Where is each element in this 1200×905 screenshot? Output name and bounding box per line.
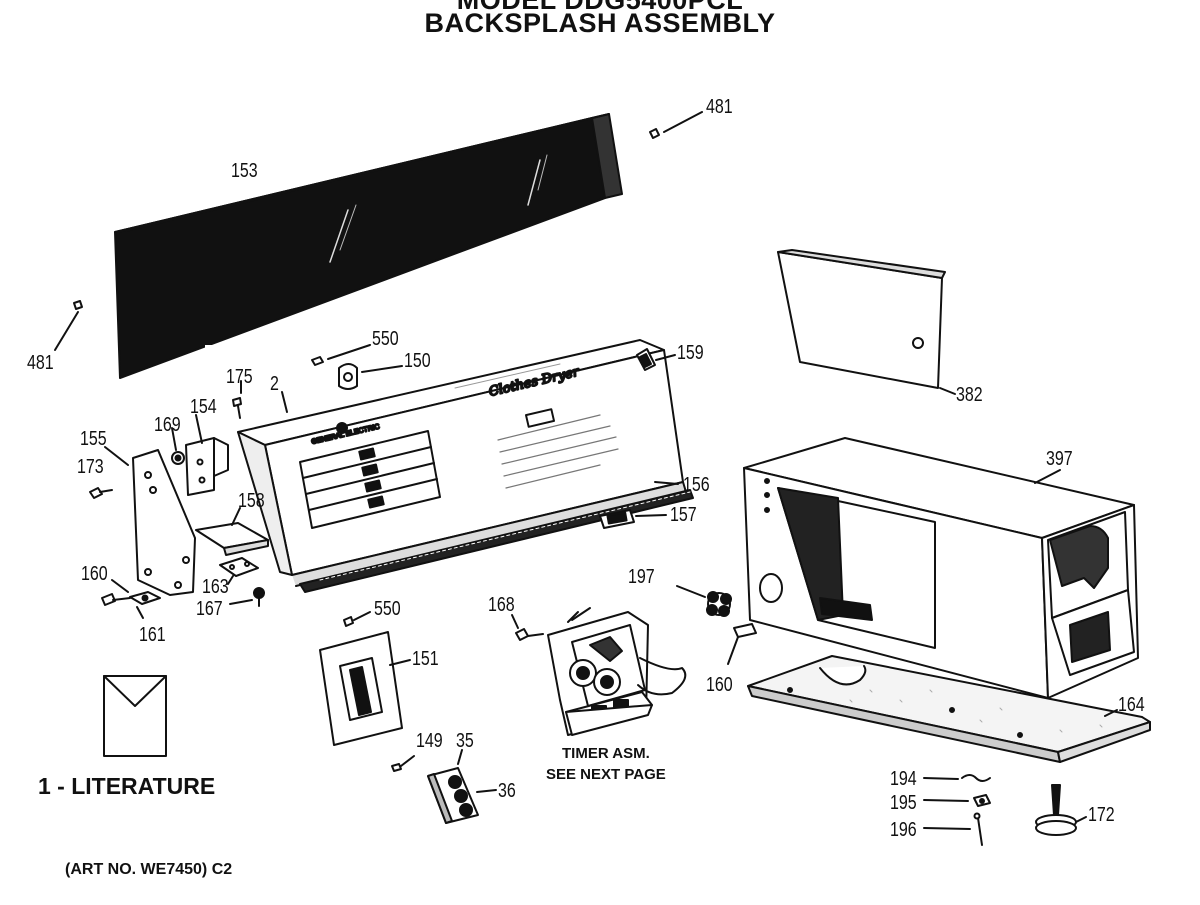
grommet-169-part <box>171 427 185 465</box>
callout-167: 167 <box>196 598 223 620</box>
bracket-158-part <box>195 507 269 556</box>
screw-168-part <box>511 614 544 641</box>
callout-158: 158 <box>238 490 265 512</box>
clip-150-part <box>311 344 403 390</box>
callout-173: 173 <box>77 456 104 478</box>
art-number-label: (ART NO. WE7450) C2 <box>65 861 233 878</box>
callout-175: 175 <box>226 366 253 388</box>
callout-159: 159 <box>677 342 704 364</box>
spring-194-part <box>923 774 991 782</box>
callout-397: 397 <box>1046 448 1073 470</box>
callout-36: 36 <box>498 780 516 802</box>
cover-plate-151-part <box>319 611 411 746</box>
screw-481-top-part <box>649 111 703 139</box>
base-plate-164-part <box>747 655 1151 763</box>
screw-167-part <box>229 587 265 607</box>
callout-153: 153 <box>231 160 258 182</box>
diagram-title: BACKSPLASH ASSEMBLY <box>424 8 776 38</box>
callout-150: 150 <box>404 350 431 372</box>
callout-149: 149 <box>416 730 443 752</box>
callout-481-left: 481 <box>27 352 54 374</box>
callout-155: 155 <box>80 428 107 450</box>
callout-172: 172 <box>1088 804 1115 826</box>
cabinet-housing-397-part <box>743 437 1139 699</box>
model-title: MODEL DDG5400PCL <box>456 0 744 15</box>
timer-note-line1: TIMER ASM. <box>562 745 650 762</box>
control-panel-console-part <box>237 339 694 593</box>
timer-assembly-part <box>547 607 687 736</box>
literature-label: 1 - LITERATURE <box>38 773 216 799</box>
callout-163: 163 <box>202 576 229 598</box>
callout-169: 169 <box>154 414 181 436</box>
glass-panel-part <box>114 113 623 379</box>
callout-157: 157 <box>670 504 697 526</box>
part-157 <box>599 509 667 529</box>
callout-156: 156 <box>683 474 710 496</box>
clip-160-right-part <box>727 623 757 665</box>
pin-196-part <box>923 812 983 846</box>
callout-161: 161 <box>139 624 166 646</box>
bracket-154-part <box>185 414 229 496</box>
callout-164: 164 <box>1118 694 1145 716</box>
callout-160-right: 160 <box>706 674 733 696</box>
callout-382: 382 <box>956 384 983 406</box>
part-159 <box>636 348 676 371</box>
terminal-block-35-part <box>391 749 497 824</box>
callout-197: 197 <box>628 566 655 588</box>
callout-168: 168 <box>488 594 515 616</box>
callout-481-top: 481 <box>706 96 733 118</box>
callout-550-mid: 550 <box>374 598 401 620</box>
callout-35: 35 <box>456 730 474 752</box>
callout-2: 2 <box>270 373 279 395</box>
screw-175-part <box>232 380 242 419</box>
screw-481-left-part <box>54 300 83 351</box>
screw-173-part <box>89 487 113 499</box>
leveling-leg-172-part <box>1035 784 1087 836</box>
callout-151: 151 <box>412 648 439 670</box>
side-plate-155-part <box>104 446 196 596</box>
callout-550-top: 550 <box>372 328 399 350</box>
knob-197-part <box>676 585 732 617</box>
callout-194: 194 <box>890 768 917 790</box>
literature-envelope-icon <box>103 675 167 757</box>
clip-160-left-part <box>101 579 161 619</box>
timer-note-line2: SEE NEXT PAGE <box>546 766 666 783</box>
plate-163-part <box>219 557 259 585</box>
callout-154: 154 <box>190 396 217 418</box>
cover-door-382-part <box>777 249 956 395</box>
clip-195-part <box>923 794 991 807</box>
callout-160-left: 160 <box>81 563 108 585</box>
callout-196: 196 <box>890 819 917 841</box>
callout-195: 195 <box>890 792 917 814</box>
